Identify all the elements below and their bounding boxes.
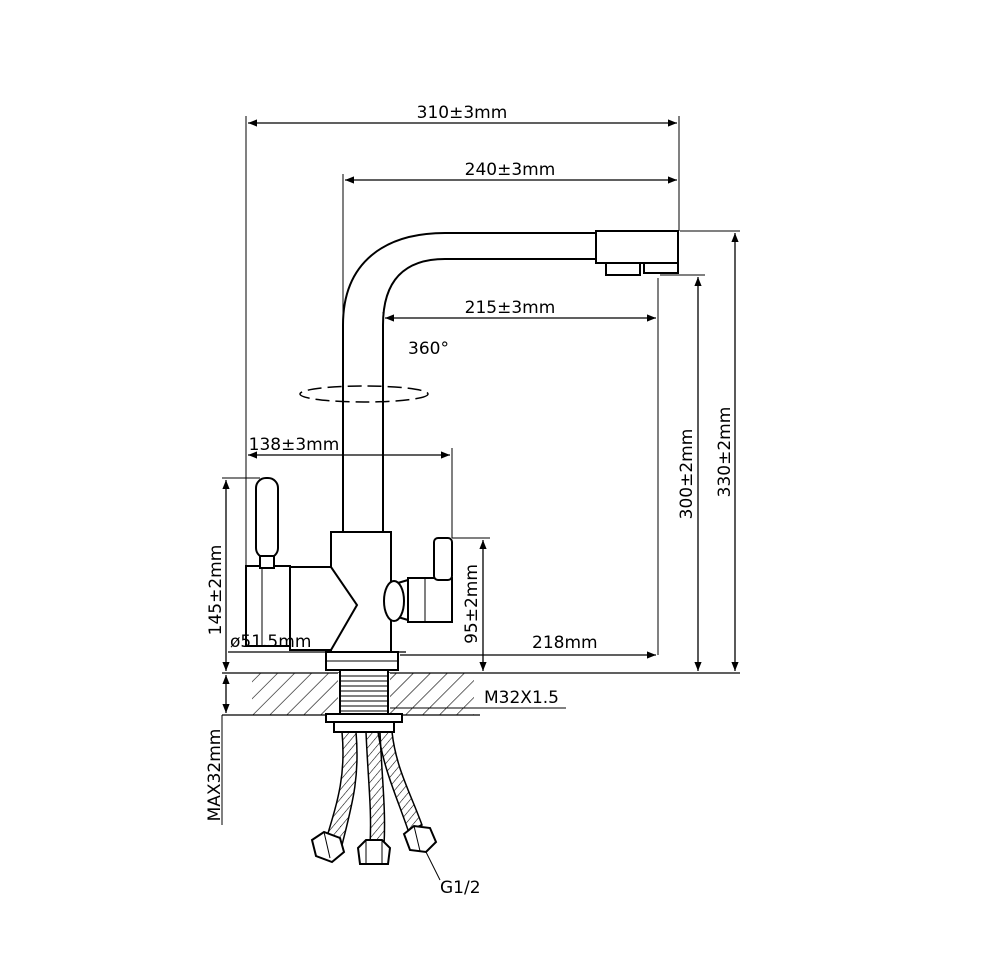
extension-lines bbox=[221, 116, 740, 825]
dimension-labels: 310±3mm 240±3mm 215±3mm 360° 138±3mm 330… bbox=[205, 103, 735, 898]
hose-thread-label: G1/2 bbox=[440, 878, 481, 898]
countertop bbox=[222, 672, 740, 716]
max-thickness-label: MAX32mm bbox=[205, 729, 225, 822]
overall-width-label: 310±3mm bbox=[417, 103, 508, 123]
side-lever-height-label: 95±2mm bbox=[462, 564, 482, 644]
threaded-shank bbox=[325, 669, 403, 733]
lever-offset-label: 138±3mm bbox=[249, 435, 340, 455]
thread-label: M32X1.5 bbox=[484, 688, 559, 708]
faucet bbox=[245, 230, 679, 671]
base-to-outlet-label: 218mm bbox=[532, 633, 598, 653]
outlet-height-label: 300±2mm bbox=[677, 429, 697, 520]
base-diameter-label: ø51.5mm bbox=[230, 632, 311, 652]
hose-nuts bbox=[310, 824, 438, 865]
rotation-indicator bbox=[299, 385, 429, 403]
outlet-reach-label: 215±3mm bbox=[465, 298, 556, 318]
spout-reach-label: 240±3mm bbox=[465, 160, 556, 180]
supply-hoses bbox=[325, 731, 423, 846]
rotation-label: 360° bbox=[408, 339, 449, 359]
dimension-lines bbox=[222, 119, 739, 881]
handle-height-label: 145±2mm bbox=[206, 545, 226, 636]
overall-height-label: 330±2mm bbox=[715, 407, 735, 498]
